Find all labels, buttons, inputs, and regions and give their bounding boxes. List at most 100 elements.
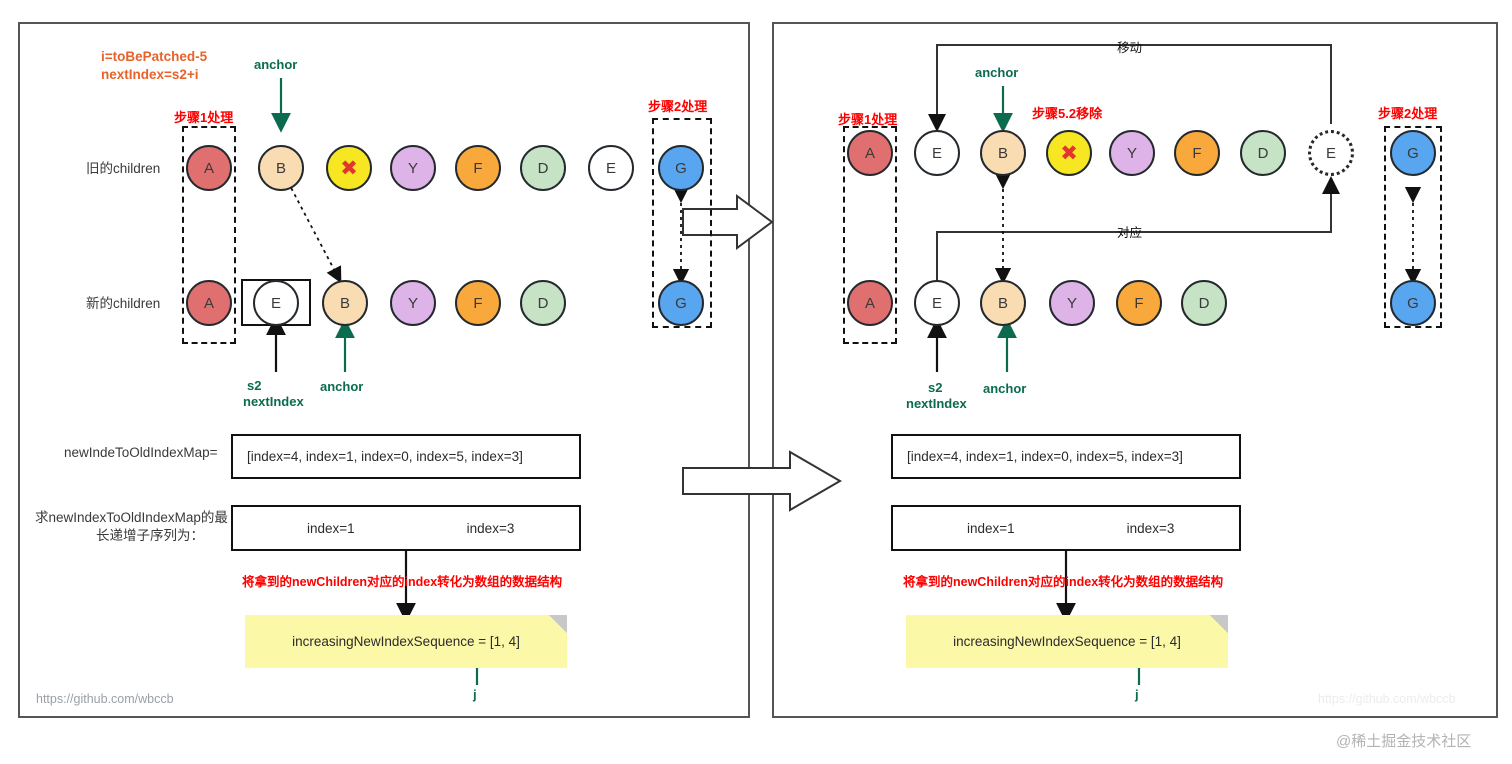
left-old-node-d: D xyxy=(520,145,566,191)
right-old-node-g: G xyxy=(1390,130,1436,176)
node-label: Y xyxy=(1066,294,1077,312)
left-lis-item-1: index=1 xyxy=(307,520,355,536)
left-new-node-f: F xyxy=(455,280,501,326)
node-label: ✖ xyxy=(1060,141,1078,165)
left-old-children-label: 旧的children xyxy=(86,161,161,176)
left-nextindex-label: nextIndex xyxy=(243,394,304,409)
node-label: F xyxy=(1134,294,1144,312)
node-label: ✖ xyxy=(340,156,358,180)
node-label: A xyxy=(864,294,875,312)
left-annotation-line2: nextIndex=s2+i xyxy=(101,67,199,82)
node-label: F xyxy=(473,159,483,177)
right-new-node-b: B xyxy=(980,280,1026,326)
left-step1-label: 步骤1处理 xyxy=(174,110,234,125)
right-watermark-faint: https://github.com/wbccb xyxy=(1318,692,1456,706)
node-label: B xyxy=(339,294,350,312)
right-old-node-a: A xyxy=(847,130,893,176)
right-old-node-b: B xyxy=(980,130,1026,176)
note-fold-corner-icon xyxy=(549,615,567,633)
right-move-label: 移动 xyxy=(1117,41,1143,55)
note-fold-corner-icon xyxy=(1210,615,1228,633)
right-new-node-g: G xyxy=(1390,280,1436,326)
left-old-node-b: B xyxy=(258,145,304,191)
node-label: D xyxy=(1257,144,1269,162)
node-label: B xyxy=(997,144,1008,162)
left-sequence-note-text: increasingNewIndexSequence = [1, 4] xyxy=(292,634,520,649)
node-label: A xyxy=(203,294,214,312)
right-anchor-top-label: anchor xyxy=(975,65,1019,80)
right-lis-item-1: index=1 xyxy=(967,520,1015,536)
node-label: G xyxy=(675,159,687,177)
left-lis-label-line1: 求newIndexToOldIndexMap的最 xyxy=(35,510,228,525)
right-old-node-f: F xyxy=(1174,130,1220,176)
left-sequence-note: increasingNewIndexSequence = [1, 4] xyxy=(245,615,567,668)
right-old-node-y: Y xyxy=(1109,130,1155,176)
left-new-node-b: B xyxy=(322,280,368,326)
node-label: E xyxy=(931,294,942,312)
right-lis-value-box: index=1 index=3 xyxy=(891,505,1241,551)
left-step1-dashbox xyxy=(182,126,236,344)
left-map-value-box: [index=4, index=1, index=0, index=5, ind… xyxy=(231,434,581,479)
node-label: E xyxy=(270,294,281,312)
right-s2-label: s2 xyxy=(928,380,943,395)
right-new-node-f: F xyxy=(1116,280,1162,326)
right-old-node-x: ✖ xyxy=(1046,130,1092,176)
left-new-node-g: G xyxy=(658,280,704,326)
node-label: A xyxy=(864,144,875,162)
left-new-children-label: 新的children xyxy=(86,296,161,311)
node-label: Y xyxy=(407,159,418,177)
left-lis-label-line2: 长递增子序列为： xyxy=(96,528,204,543)
left-lis-value-box: index=1 index=3 xyxy=(231,505,581,551)
right-new-node-y: Y xyxy=(1049,280,1095,326)
node-label: D xyxy=(1198,294,1210,312)
left-new-node-d: D xyxy=(520,280,566,326)
right-step1-dashbox xyxy=(843,126,897,344)
left-transform-note: 将拿到的newChildren对应的index转化为数组的数据结构 xyxy=(242,575,563,589)
right-step2-dashbox xyxy=(1384,126,1442,328)
node-label: D xyxy=(537,159,549,177)
right-correspond-label: 对应 xyxy=(1117,226,1143,240)
left-old-node-f: F xyxy=(455,145,501,191)
node-label: D xyxy=(537,294,549,312)
node-label: E xyxy=(931,144,942,162)
node-label: Y xyxy=(1126,144,1137,162)
node-label: B xyxy=(275,159,286,177)
right-map-value: [index=4, index=1, index=0, index=5, ind… xyxy=(907,449,1183,464)
left-new-node-e: E xyxy=(253,280,299,326)
left-old-node-g: G xyxy=(658,145,704,191)
node-label: A xyxy=(203,159,214,177)
right-new-node-e: E xyxy=(914,280,960,326)
right-step2-label: 步骤2处理 xyxy=(1378,106,1438,121)
left-step2-dashbox xyxy=(652,118,712,328)
right-j-label: j xyxy=(1135,687,1139,702)
node-label: E xyxy=(605,159,616,177)
left-s2-label: s2 xyxy=(247,378,262,393)
node-label: F xyxy=(1192,144,1202,162)
right-transform-note: 将拿到的newChildren对应的index转化为数组的数据结构 xyxy=(903,575,1224,589)
right-sequence-note-text: increasingNewIndexSequence = [1, 4] xyxy=(953,634,1181,649)
left-j-label: j xyxy=(473,687,477,702)
left-anchor-bottom-label: anchor xyxy=(320,379,364,394)
node-label: G xyxy=(1407,294,1419,312)
left-map-value: [index=4, index=1, index=0, index=5, ind… xyxy=(247,449,523,464)
right-anchor-bottom-label: anchor xyxy=(983,381,1027,396)
right-step52-label: 步骤5.2移除 xyxy=(1032,106,1103,121)
right-new-node-a: A xyxy=(847,280,893,326)
left-map-label: newIndeToOldIndexMap= xyxy=(64,445,218,460)
right-new-node-d: D xyxy=(1181,280,1227,326)
right-map-value-box: [index=4, index=1, index=0, index=5, ind… xyxy=(891,434,1241,479)
node-label: F xyxy=(473,294,483,312)
node-label: G xyxy=(675,294,687,312)
left-old-node-e: E xyxy=(588,145,634,191)
left-old-node-x: ✖ xyxy=(326,145,372,191)
right-old-node-d: D xyxy=(1240,130,1286,176)
right-step1-label: 步骤1处理 xyxy=(838,112,898,127)
right-old-node-e1: E xyxy=(914,130,960,176)
left-new-node-y: Y xyxy=(390,280,436,326)
node-label: G xyxy=(1407,144,1419,162)
left-old-node-a: A xyxy=(186,145,232,191)
left-lis-item-2: index=3 xyxy=(466,520,515,536)
left-diagram-panel xyxy=(18,22,750,718)
bottom-watermark: @稀土掘金技术社区 xyxy=(1336,733,1472,750)
left-annotation-line1: i=toBePatched-5 xyxy=(101,49,208,64)
